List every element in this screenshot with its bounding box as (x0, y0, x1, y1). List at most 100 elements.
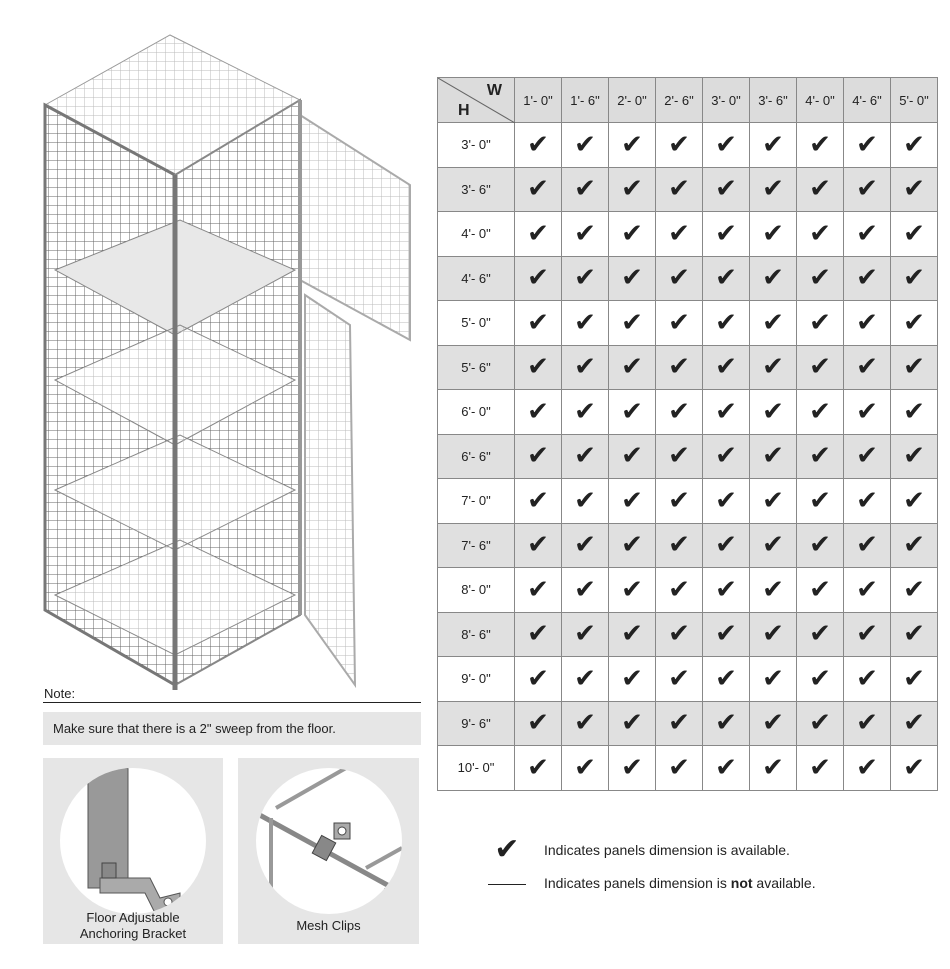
availability-cell: ✔ (608, 656, 656, 702)
checkmark-icon: ✔ (856, 174, 878, 205)
checkmark-icon: ✔ (903, 663, 925, 694)
availability-cell: ✔ (514, 300, 562, 346)
checkmark-icon: ✔ (668, 530, 690, 561)
availability-cell: ✔ (890, 478, 938, 524)
availability-cell: ✔ (890, 433, 938, 479)
availability-cell: ✔ (514, 656, 562, 702)
availability-cell: ✔ (890, 656, 938, 702)
row-header-height: 9'- 6" (437, 700, 515, 746)
availability-cell: ✔ (796, 122, 844, 168)
availability-cell: ✔ (702, 255, 750, 301)
checkmark-icon: ✔ (668, 174, 690, 205)
row-header-height: 4'- 6" (437, 255, 515, 301)
checkmark-icon: ✔ (574, 530, 596, 561)
availability-cell: ✔ (749, 745, 797, 791)
availability-cell: ✔ (514, 344, 562, 390)
availability-cell: ✔ (749, 656, 797, 702)
availability-cell: ✔ (514, 166, 562, 212)
availability-cell: ✔ (561, 389, 609, 435)
availability-cell: ✔ (890, 567, 938, 613)
availability-cell: ✔ (796, 700, 844, 746)
row-header-height: 7'- 6" (437, 522, 515, 568)
availability-cell: ✔ (561, 522, 609, 568)
checkmark-icon: ✔ (527, 619, 549, 650)
checkmark-icon: ✔ (856, 396, 878, 427)
checkmark-icon: ✔ (762, 752, 784, 783)
checkmark-icon: ✔ (903, 441, 925, 472)
checkmark-icon: ✔ (762, 530, 784, 561)
availability-cell: ✔ (514, 522, 562, 568)
checkmark-icon: ✔ (762, 619, 784, 650)
availability-cell: ✔ (702, 122, 750, 168)
checkmark-icon: ✔ (903, 263, 925, 294)
availability-cell: ✔ (843, 478, 891, 524)
availability-cell: ✔ (608, 211, 656, 257)
availability-cell: ✔ (890, 344, 938, 390)
checkmark-icon: ✔ (621, 263, 643, 294)
availability-cell: ✔ (749, 255, 797, 301)
availability-cell: ✔ (749, 611, 797, 657)
checkmark-icon: ✔ (715, 129, 737, 160)
availability-cell: ✔ (843, 745, 891, 791)
checkmark-icon: ✔ (715, 530, 737, 561)
checkmark-icon: ✔ (715, 307, 737, 338)
availability-cell: ✔ (514, 122, 562, 168)
availability-cell: ✔ (655, 522, 703, 568)
availability-cell: ✔ (514, 567, 562, 613)
checkmark-icon: ✔ (762, 263, 784, 294)
checkmark-icon: ✔ (668, 441, 690, 472)
panel-dimension-table: W H 1'- 0"1'- 6"2'- 0"2'- 6"3'- 0"3'- 6"… (437, 77, 938, 791)
availability-cell: ✔ (514, 433, 562, 479)
checkmark-icon: ✔ (668, 307, 690, 338)
availability-cell: ✔ (890, 255, 938, 301)
checkmark-icon: ✔ (762, 708, 784, 739)
checkmark-icon: ✔ (903, 352, 925, 383)
checkmark-icon: ✔ (903, 619, 925, 650)
table-row: 3'- 0"✔✔✔✔✔✔✔✔✔ (437, 122, 938, 168)
availability-cell: ✔ (655, 433, 703, 479)
checkmark-icon: ✔ (574, 574, 596, 605)
checkmark-icon: ✔ (527, 441, 549, 472)
bracket-caption-line-2: Anchoring Bracket (79, 926, 187, 941)
column-header-width: 3'- 0" (702, 77, 750, 123)
table-row: 5'- 0"✔✔✔✔✔✔✔✔✔ (437, 300, 938, 346)
checkmark-icon: ✔ (715, 218, 737, 249)
checkmark-icon: ✔ (527, 530, 549, 561)
checkmark-icon: ✔ (762, 218, 784, 249)
availability-cell: ✔ (890, 745, 938, 791)
checkmark-icon: ✔ (715, 174, 737, 205)
checkmark-icon: ✔ (574, 263, 596, 294)
table-row: 5'- 6"✔✔✔✔✔✔✔✔✔ (437, 344, 938, 390)
column-header-width: 1'- 0" (514, 77, 562, 123)
checkmark-icon: ✔ (856, 663, 878, 694)
availability-cell: ✔ (843, 255, 891, 301)
availability-cell: ✔ (796, 567, 844, 613)
availability-cell: ✔ (561, 433, 609, 479)
checkmark-icon: ✔ (574, 752, 596, 783)
mesh-clips-detail: Mesh Clips (238, 758, 419, 944)
checkmark-icon: ✔ (621, 485, 643, 516)
availability-cell: ✔ (655, 389, 703, 435)
availability-cell: ✔ (561, 166, 609, 212)
availability-cell: ✔ (514, 211, 562, 257)
availability-cell: ✔ (702, 611, 750, 657)
mesh-clips-image (255, 768, 402, 914)
checkmark-icon: ✔ (621, 708, 643, 739)
availability-cell: ✔ (561, 567, 609, 613)
availability-cell: ✔ (608, 745, 656, 791)
note-text: Make sure that there is a 2" sweep from … (43, 712, 421, 745)
availability-cell: ✔ (796, 522, 844, 568)
checkmark-icon: ✔ (715, 752, 737, 783)
availability-cell: ✔ (561, 478, 609, 524)
table-header-row: W H 1'- 0"1'- 6"2'- 0"2'- 6"3'- 0"3'- 6"… (437, 77, 938, 123)
availability-cell: ✔ (890, 522, 938, 568)
width-axis-label: W (486, 82, 502, 99)
availability-cell: ✔ (843, 211, 891, 257)
availability-cell: ✔ (655, 211, 703, 257)
availability-cell: ✔ (655, 255, 703, 301)
availability-cell: ✔ (749, 567, 797, 613)
table-row: 10'- 0"✔✔✔✔✔✔✔✔✔ (437, 745, 938, 791)
availability-cell: ✔ (749, 522, 797, 568)
checkmark-icon: ✔ (621, 352, 643, 383)
availability-cell: ✔ (749, 166, 797, 212)
